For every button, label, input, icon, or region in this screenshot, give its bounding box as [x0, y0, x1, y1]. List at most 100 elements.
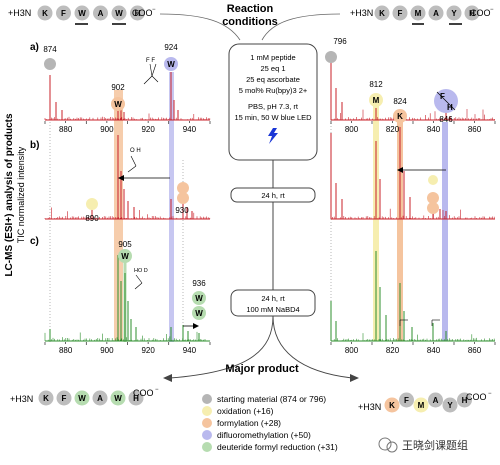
residue-w-4: [111, 5, 127, 21]
residue-label: A: [433, 396, 439, 405]
right-axis-a-tick-label: 820: [386, 125, 400, 134]
svg-text:−: −: [155, 387, 159, 393]
right-axis-c-tick-label: 800: [345, 346, 359, 355]
badge-w-text-5: W: [195, 309, 203, 318]
residue-label: A: [97, 394, 103, 403]
right-band-df: [442, 122, 448, 341]
header-title-1: Reaction: [227, 3, 274, 15]
badge-fh: F H: [434, 89, 458, 113]
legend-swatch-3: [202, 430, 212, 440]
time-label-2b: 100 mM NaBD4: [246, 305, 299, 314]
residue-label: K: [42, 9, 48, 18]
legend-label-1: oxidation (+16): [217, 406, 274, 416]
nterm-label-right: +H3N: [350, 8, 373, 18]
residue-w-2: [74, 390, 90, 406]
cho-structure: O H: [127, 148, 141, 173]
residue-label: Y: [451, 9, 457, 18]
peak-label-890: 890: [85, 214, 99, 223]
left-spectra: [44, 72, 211, 342]
badge-deut-w: [118, 249, 132, 263]
residue-label: A: [98, 9, 104, 18]
peak-label-905: 905: [118, 240, 132, 249]
product-cterm-right: COO: [466, 392, 487, 402]
cterm-label: COO: [132, 8, 153, 18]
right-axis-c-tick-label: 860: [468, 346, 482, 355]
badge-formyl-w: [111, 97, 125, 111]
residue-a-3: [428, 5, 444, 21]
badge-deut-2: [192, 306, 206, 320]
residue-h-5: [128, 390, 144, 406]
cdo-structure: HO D: [134, 268, 148, 290]
legend-label-0: starting material (874 or 796): [217, 394, 326, 404]
badge-df-w: [164, 57, 178, 71]
residue-y-4: [446, 5, 462, 21]
residue-label: F: [404, 396, 409, 405]
residue-y-4: [442, 397, 458, 413]
residue-h-5: [457, 392, 472, 408]
residue-f-1: [392, 5, 408, 21]
badge-h-text: H: [447, 103, 453, 112]
cond-line-2: 25 eq 1: [260, 64, 285, 73]
badge-f-text: F: [440, 92, 445, 101]
residue-label: F: [62, 394, 67, 403]
peak-label-902: 902: [111, 83, 125, 92]
left-axis-c-tick-label: 920: [141, 346, 155, 355]
badge-ox-left: [86, 198, 98, 210]
left-axis-a-tick-label: 900: [100, 125, 114, 134]
watermark-text: 王晓剑课题组: [402, 438, 468, 452]
top-connector-right: [261, 13, 341, 41]
residue-label: H: [462, 396, 468, 405]
svg-text:−: −: [490, 7, 494, 13]
residue-label: K: [379, 9, 385, 18]
badge-w-text-4: W: [195, 294, 203, 303]
cond-line-6: 15 min, 50 W blue LED: [234, 113, 312, 122]
residue-label: W: [114, 394, 122, 403]
badge-ox-m: [369, 93, 383, 107]
residue-h-5: [130, 5, 145, 21]
panel-label-c: c): [30, 236, 39, 247]
badge-w-text-2: W: [167, 60, 175, 69]
cf2h-label: F F: [146, 58, 155, 64]
cf2h-structure: F F: [143, 58, 159, 85]
time-label-1: 24 h, rt: [261, 191, 285, 200]
residue-w-2: [74, 5, 90, 21]
residue-h-5: [464, 5, 480, 21]
right-axis-a-tick-label: 840: [427, 125, 441, 134]
product-arrow-right: [272, 315, 353, 379]
time-label-2a: 24 h, rt: [261, 294, 285, 303]
product-nterm: +H3N: [10, 394, 33, 404]
residue-label: F: [61, 9, 66, 18]
residue-label: K: [43, 394, 49, 403]
left-axis-c-tick-label: 900: [100, 346, 114, 355]
peak-label-936: 936: [192, 279, 206, 288]
top-connector-left: [159, 13, 241, 41]
residue-k-0: [374, 5, 390, 21]
legend: starting material (874 or 796) oxidation …: [202, 394, 338, 452]
legend-swatch-4: [202, 442, 212, 452]
left-axis-a-tick-label: 940: [183, 125, 197, 134]
peak-label-874: 874: [43, 45, 57, 54]
cond-line-1: 1 mM peptide: [250, 53, 295, 62]
peak-label-930: 930: [175, 206, 189, 215]
peak-label-924: 924: [164, 43, 178, 52]
badge-k-text: K: [397, 112, 403, 121]
header-title-2: conditions: [222, 16, 278, 28]
badge-right-formyl-1: [427, 192, 439, 204]
residue-f-1: [399, 392, 414, 408]
peak-label-824: 824: [393, 97, 407, 106]
right-spectra: [330, 62, 495, 342]
product-cterm: COO: [133, 388, 154, 398]
badge-sm-left: [44, 58, 56, 70]
badge-w-text-1: W: [114, 100, 122, 109]
residue-a-3: [92, 390, 108, 406]
cdo-label: HO D: [134, 268, 148, 274]
residue-label: F: [398, 9, 403, 18]
